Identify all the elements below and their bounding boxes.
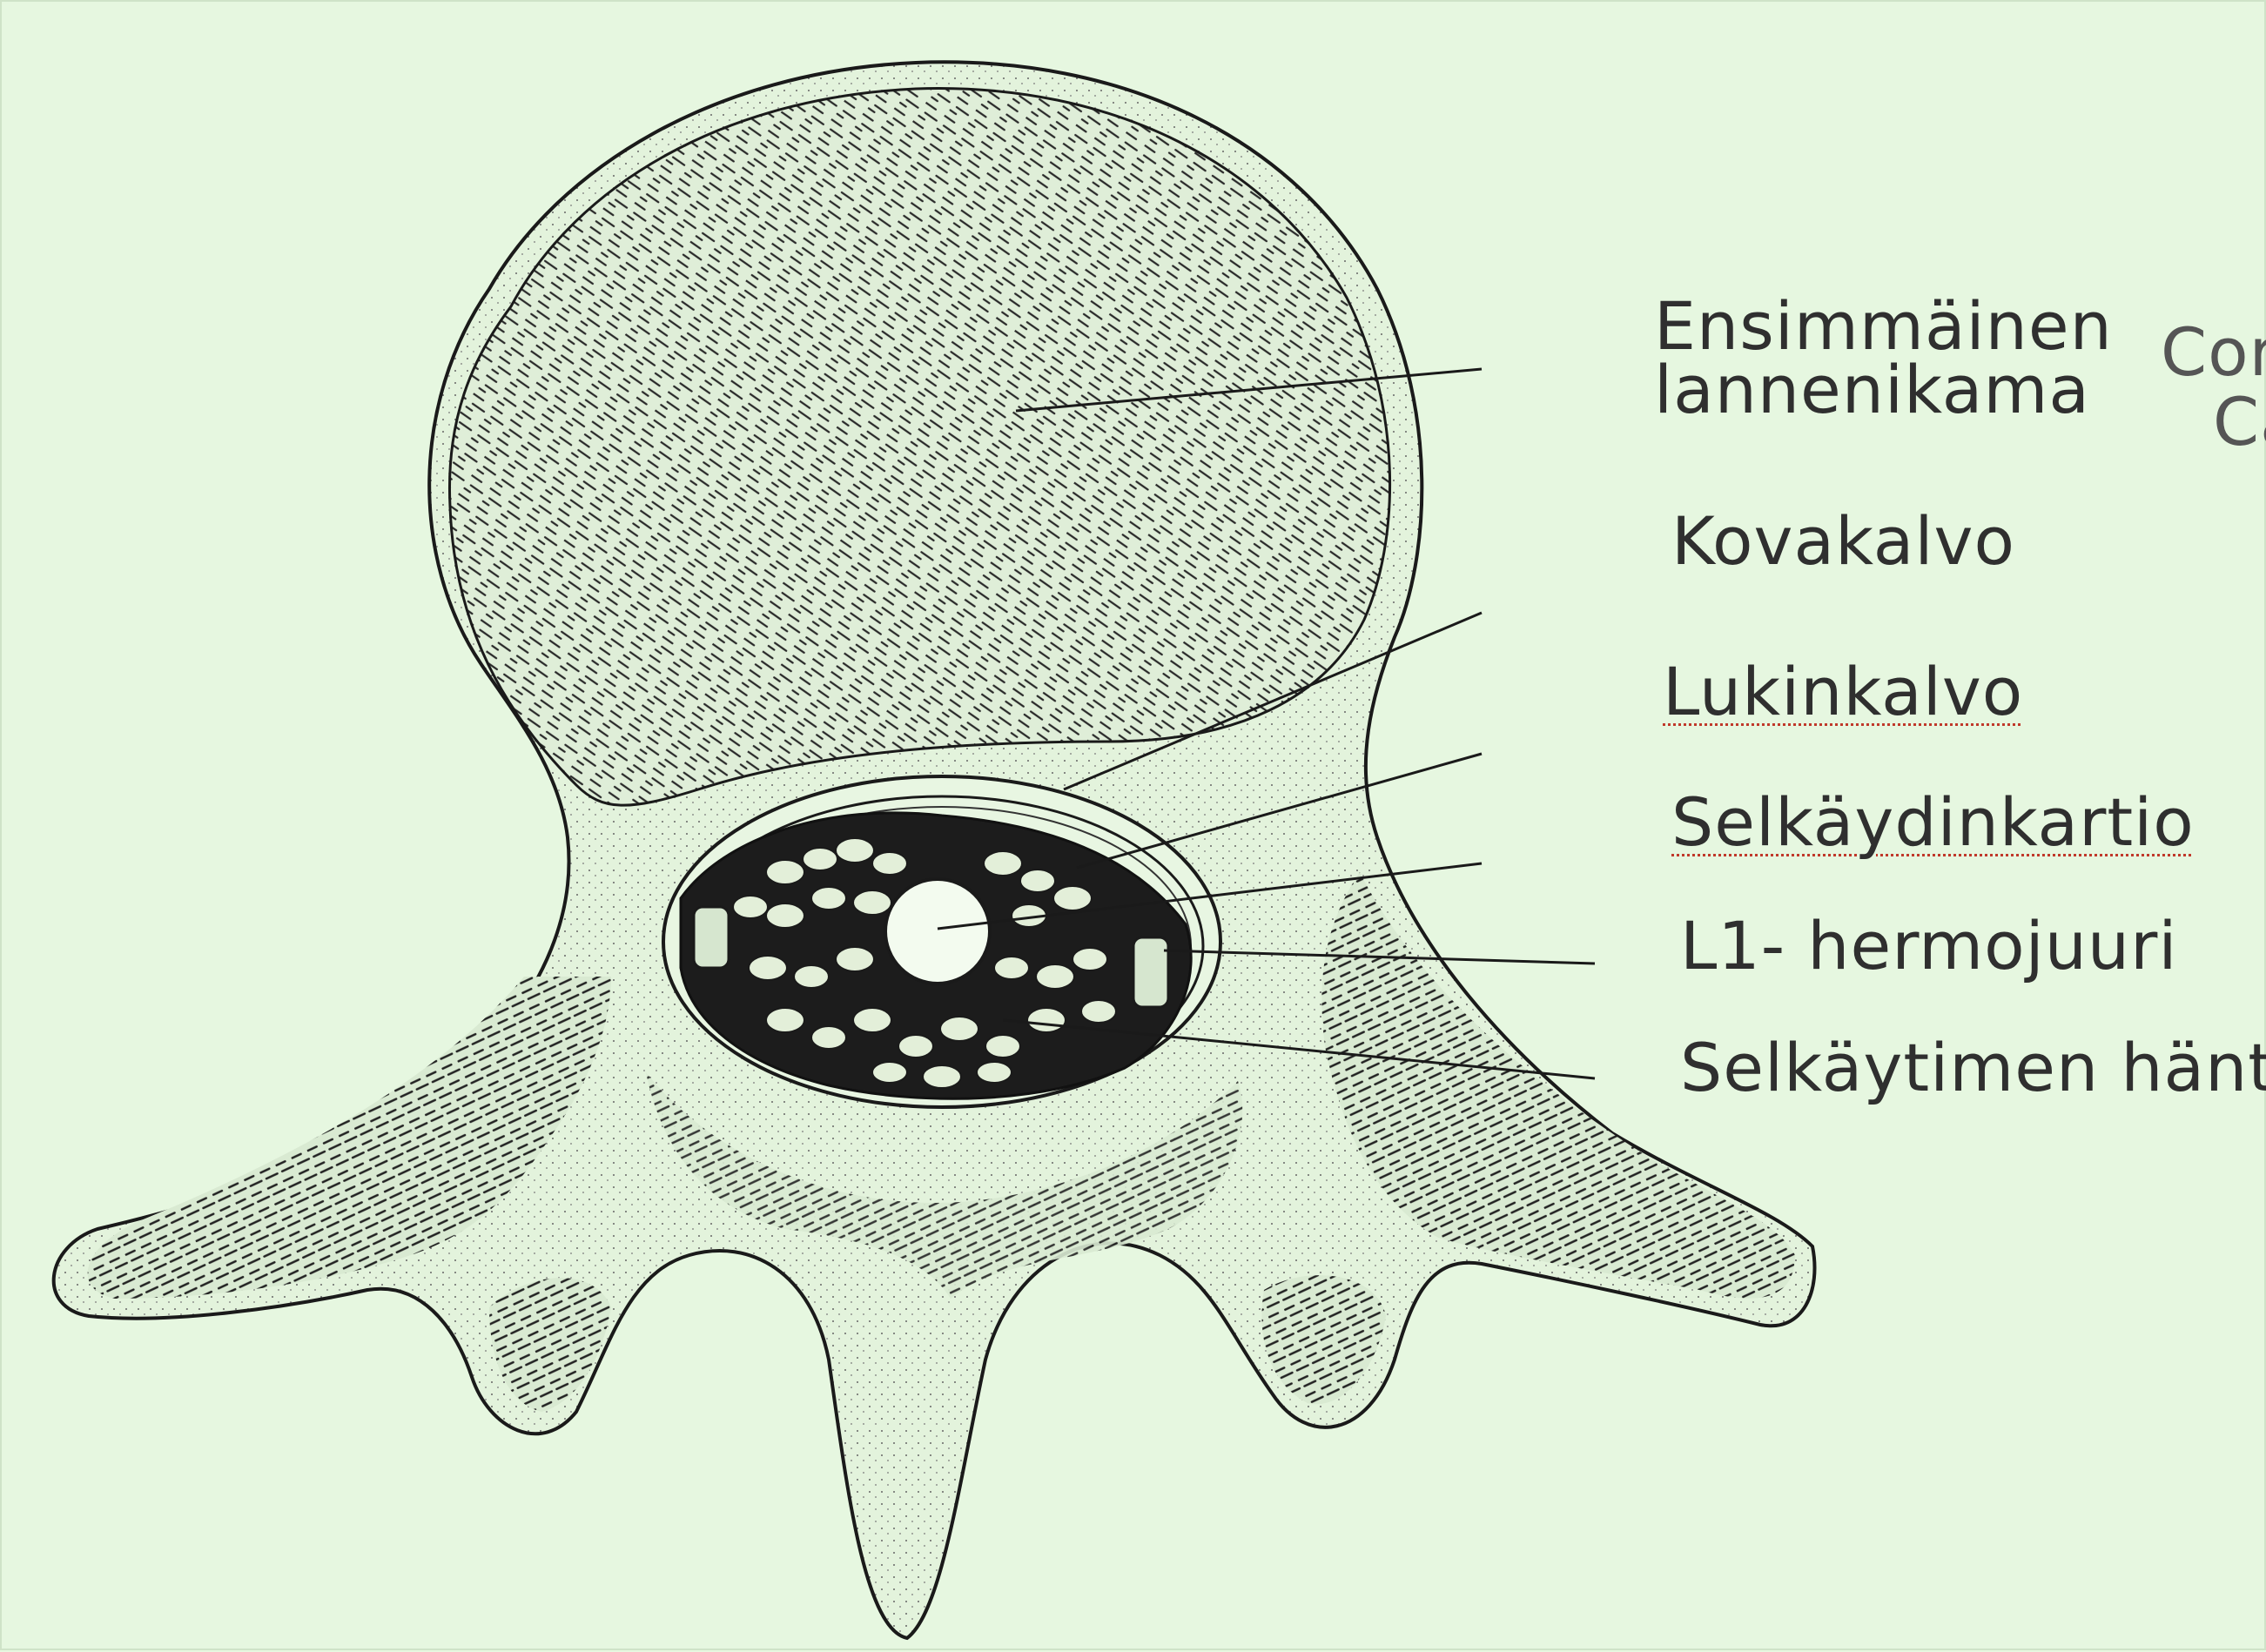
conus-medullaris [885,879,990,984]
label-dura: Kovakalvo [1671,500,2015,582]
label-vertebra-line2: lannenikama [1654,348,2090,431]
label-cauda: Selkäytimen häntä [1680,1026,2266,1109]
label-nerve-root: L1- hermojuuri [1680,904,2177,987]
label-arachnoid: Lukinkalvo [1663,650,2023,733]
label-conus: Selkäydinkartio [1671,781,2195,863]
cropped-text-line2: Ca [2213,380,2266,463]
